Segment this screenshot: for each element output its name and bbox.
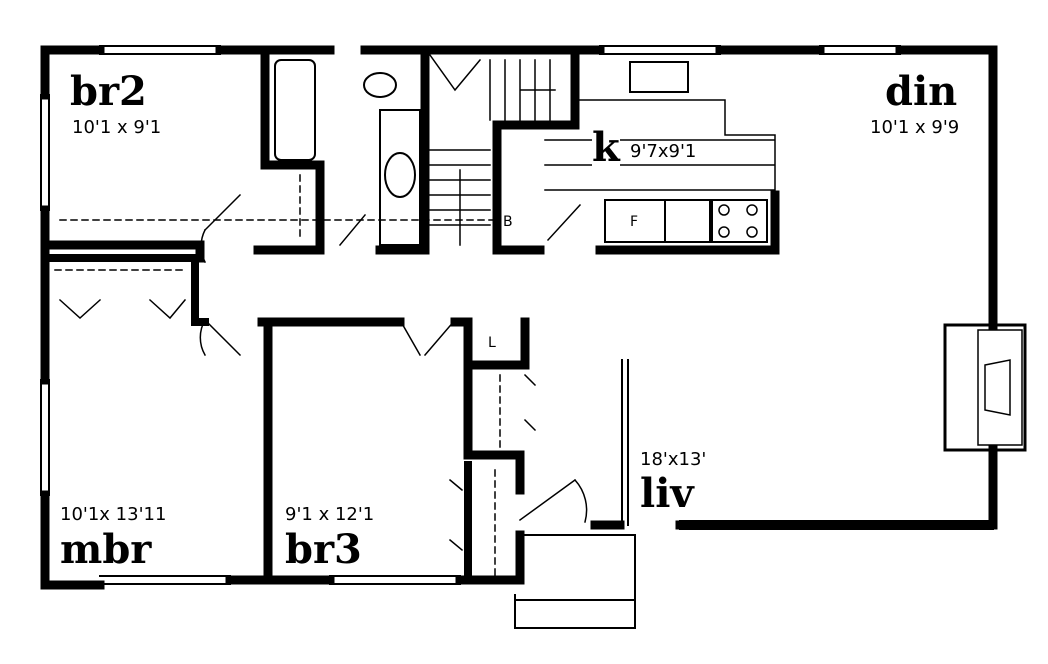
- room-name-br2: br2: [70, 68, 147, 115]
- room-name-din: din: [885, 68, 958, 115]
- room-name-liv: liv: [640, 470, 694, 517]
- room-name-kitchen: k: [592, 124, 620, 171]
- room-size-mbr: 10'1x 13'11: [60, 504, 167, 525]
- room-name-mbr: mbr: [60, 526, 152, 573]
- fridge-label: F: [630, 212, 639, 232]
- room-size-br3: 9'1 x 12'1: [285, 504, 375, 525]
- room-name-br3: br3: [285, 526, 362, 573]
- room-size-kitchen: 9'7x9'1: [630, 141, 697, 162]
- room-size-liv: 18'x13': [640, 449, 707, 470]
- linen-closet-label: L: [488, 335, 496, 351]
- walls: [40, 45, 1027, 629]
- room-size-din: 10'1 x 9'9: [870, 117, 960, 138]
- room-size-br2: 10'1 x 9'1: [72, 117, 162, 138]
- broom-closet-label: B: [503, 212, 513, 232]
